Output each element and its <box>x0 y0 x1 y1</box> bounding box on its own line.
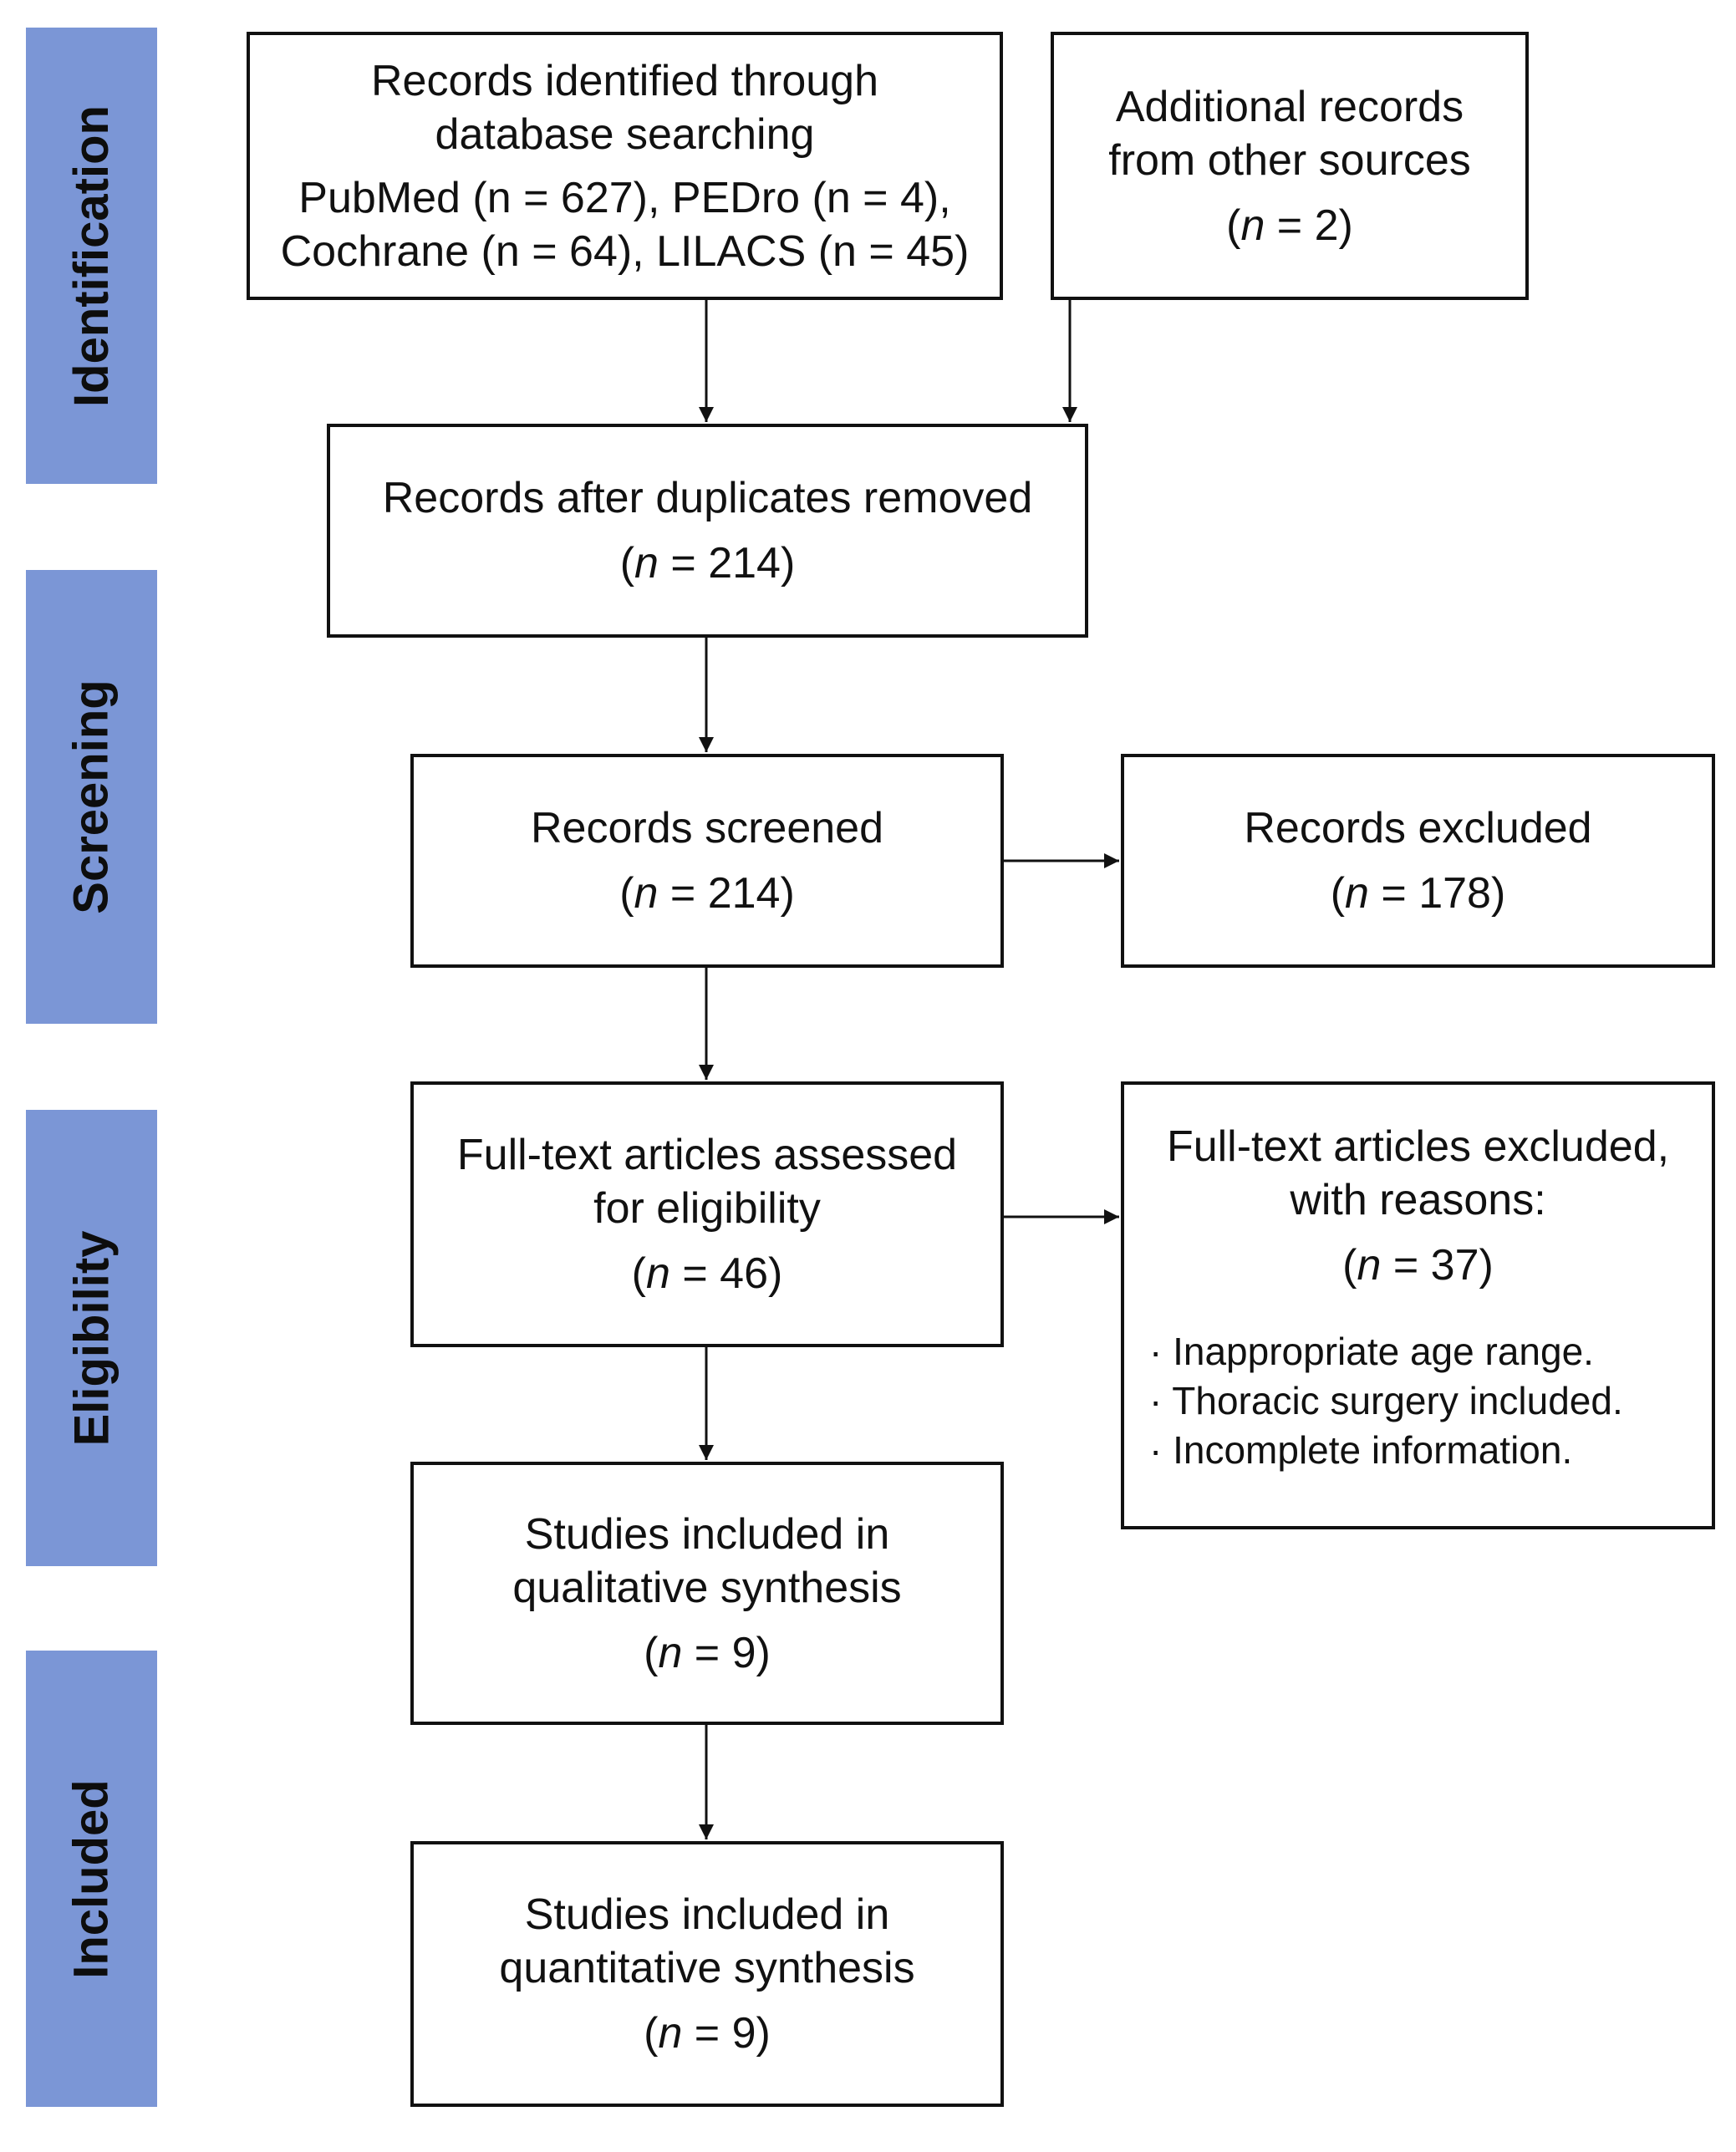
box-fulltext-excluded: Full-text articles excluded, with reason… <box>1121 1081 1715 1529</box>
exclusion-reason: Inappropriate age range. <box>1149 1327 1623 1376</box>
box-line: Studies included in <box>524 1890 890 1939</box>
exclusion-reason: Incomplete information. <box>1149 1426 1623 1475</box>
box-records-excluded: Records excluded (n = 178) <box>1121 754 1715 968</box>
count-label: (n = 9) <box>644 2009 771 2058</box>
stage-eligibility: Eligibility <box>26 1110 157 1566</box>
box-line: Records excluded <box>1244 804 1592 852</box>
exclusion-reasons-list: Inappropriate age range. Thoracic surger… <box>1124 1327 1623 1475</box>
count-label: (n = 46) <box>631 1249 783 1298</box>
box-line: qualitative synthesis <box>512 1563 902 1612</box>
box-other-sources: Additional records from other sources (n… <box>1051 32 1529 300</box>
exclusion-reason: Thoracic surgery included. <box>1149 1376 1622 1426</box>
box-duplicates-removed: Records after duplicates removed (n = 21… <box>327 424 1088 638</box>
count-label: (n = 214) <box>619 539 796 588</box>
sources-line: PubMed (n = 627), PEDro (n = 4), <box>298 173 951 222</box>
box-records-screened: Records screened (n = 214) <box>410 754 1004 968</box>
box-line: from other sources <box>1108 135 1471 185</box>
box-quantitative-synthesis: Studies included in quantitative synthes… <box>410 1841 1004 2107</box>
box-line: Additional records <box>1115 82 1464 131</box>
count-label: (n = 9) <box>644 1628 771 1677</box>
stage-identification: Identification <box>26 28 157 484</box>
sources-line: Cochrane (n = 64), LILACS (n = 45) <box>280 226 970 276</box>
box-line: Records after duplicates removed <box>382 474 1033 522</box>
stage-included: Included <box>26 1651 157 2107</box>
box-qualitative-synthesis: Studies included in qualitative synthesi… <box>410 1462 1004 1725</box>
count-label: (n = 2) <box>1226 201 1353 250</box>
box-line: with reasons: <box>1290 1176 1546 1224</box>
box-database-search: Records identified through database sear… <box>247 32 1003 300</box>
box-line: Records screened <box>531 804 883 852</box>
box-fulltext-assessed: Full-text articles assessed for eligibil… <box>410 1081 1004 1347</box>
box-line: Studies included in <box>524 1509 890 1559</box>
count-label: (n = 37) <box>1342 1241 1494 1290</box>
box-line: Full-text articles excluded, <box>1166 1122 1670 1171</box>
box-line: database searching <box>435 109 815 159</box>
count-label: (n = 214) <box>619 869 795 918</box>
box-line: Records identified through <box>370 56 879 105</box>
box-line: for eligibility <box>593 1184 821 1233</box>
stage-screening: Screening <box>26 570 157 1024</box>
box-line: Full-text articles assessed <box>456 1131 958 1179</box>
count-label: (n = 178) <box>1330 869 1506 918</box>
box-line: quantitative synthesis <box>499 1944 915 1992</box>
